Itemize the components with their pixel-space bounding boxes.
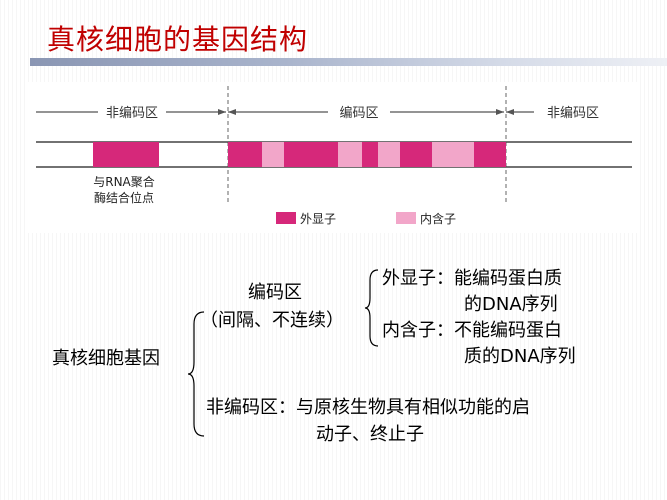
intron-definition-line1: 内含子：不能编码蛋白	[382, 320, 562, 341]
exon-segment	[362, 142, 378, 167]
region-right-label: 非编码区	[547, 106, 599, 121]
intron-segment	[262, 142, 284, 167]
legend-exon-swatch	[276, 212, 296, 224]
promoter-annotation-line1: 与RNA聚合	[93, 174, 155, 189]
intron-segment	[338, 142, 362, 167]
intron-segment	[432, 142, 474, 167]
coding-brace	[364, 269, 379, 347]
gene-structure-svg: 非编码区 编码区 非编码区 与RNA聚合 酶结合位点 外显子	[36, 86, 632, 226]
legend-intron-swatch	[396, 212, 416, 224]
main-brace	[187, 311, 205, 437]
exon-definition-line2: 的DNA序列	[464, 294, 558, 315]
root-label: 真核细胞基因	[52, 348, 160, 369]
legend-intron-label: 内含子	[420, 211, 456, 226]
intron-definition-line2: 质的DNA序列	[464, 346, 576, 367]
exon-definition-line1: 外显子：能编码蛋白质	[382, 268, 562, 289]
region-right-arrowhead	[506, 109, 514, 115]
region-left-label: 非编码区	[106, 106, 158, 121]
coding-region-note: （间隔、不连续）	[200, 310, 344, 331]
region-middle-arrowhead-left	[228, 109, 236, 115]
promoter-annotation-line2: 酶结合位点	[94, 190, 154, 205]
exon-segment	[284, 142, 338, 167]
gene-structure-figure: 非编码区 编码区 非编码区 与RNA聚合 酶结合位点 外显子	[28, 82, 640, 233]
exon-segment	[474, 142, 506, 167]
coding-region-label: 编码区	[248, 282, 302, 303]
legend-exon-label: 外显子	[300, 212, 336, 226]
exon-segment	[400, 142, 432, 167]
region-left-arrowhead	[218, 109, 226, 115]
slide-title: 真核细胞的基因结构	[47, 23, 309, 56]
noncoding-definition-line2: 动子、终止子	[316, 424, 424, 445]
intron-segment	[378, 142, 400, 167]
region-middle-label: 编码区	[339, 106, 378, 121]
title-rule	[30, 58, 667, 66]
promoter-segment	[93, 142, 159, 167]
region-middle-arrowhead-right	[496, 109, 504, 115]
exon-segment	[228, 142, 262, 167]
noncoding-definition-line1: 非编码区：与原核生物具有相似功能的启	[206, 397, 530, 418]
